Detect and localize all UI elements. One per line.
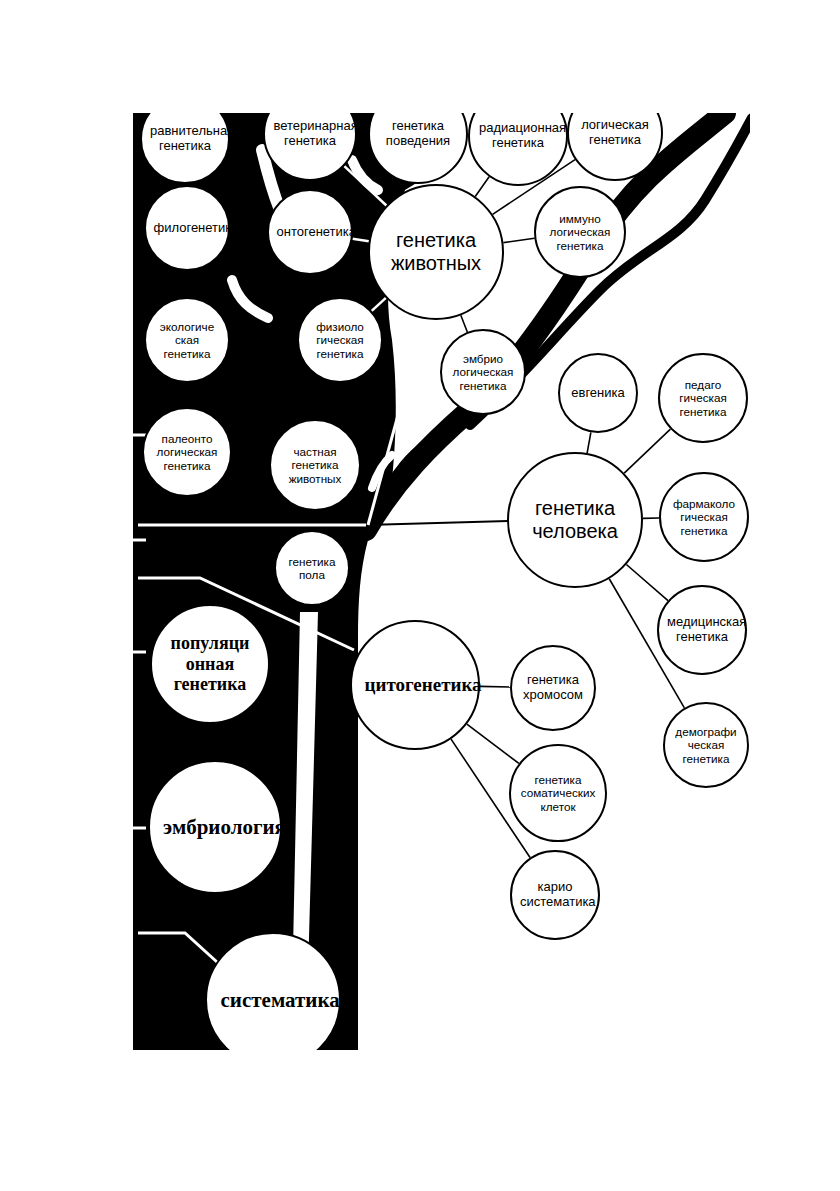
- branch-line: [643, 517, 659, 519]
- genetics-circle: эмбриология: [148, 760, 282, 894]
- genetics-circle: палеонто логическая генетика: [142, 407, 232, 497]
- genetics-circle: фармаколо гическая генетика: [659, 472, 749, 562]
- circle-label: эмбриология: [163, 815, 267, 839]
- genetics-circle: эмбрио логическая генетика: [440, 329, 526, 415]
- genetics-circle: радиационная генетика: [468, 86, 568, 186]
- branch-line: [503, 238, 534, 242]
- circle-label: демографи ческая генетика: [675, 725, 736, 765]
- genetics-circle: равнительная генетика: [140, 94, 230, 184]
- genetics-circle: логическая генетика: [567, 85, 663, 181]
- circle-label: генетика хромосом: [520, 673, 587, 703]
- genetics-circle: генетика животных: [368, 184, 504, 320]
- circle-label: генетика пола: [289, 555, 336, 582]
- circle-label: цитогенетика: [365, 674, 466, 696]
- circle-label: онтогенетика: [277, 225, 344, 240]
- branch-line: [461, 315, 468, 332]
- circle-label: экологиче ская генетика: [160, 320, 214, 360]
- circle-label: генетика человека: [523, 497, 628, 543]
- genetics-circle: онтогенетика: [267, 189, 353, 275]
- branch-line: [372, 298, 386, 311]
- circle-label: генетика соматических клеток: [521, 773, 596, 813]
- genetics-circle: цитогенетика: [350, 620, 480, 750]
- circle-label: педаго гическая генетика: [679, 378, 726, 418]
- trunk-tick: [133, 651, 146, 654]
- tree-gap: [232, 280, 268, 318]
- circle-label: частная генетика животных: [289, 445, 342, 485]
- genetics-circle: генетика хромосом: [510, 645, 596, 731]
- genetics-circle: систематика: [205, 932, 341, 1068]
- circle-label: медицинская генетика: [667, 615, 737, 645]
- genetics-circle: медицинская генетика: [657, 585, 747, 675]
- circle-label: генетика животных: [384, 229, 489, 275]
- trunk-tick: [133, 827, 146, 830]
- genetics-circle: карио систематика: [510, 850, 600, 940]
- circle-label: карио систематика: [520, 880, 590, 910]
- circle-label: фармаколо гическая генетика: [673, 497, 735, 537]
- branch-line: [624, 429, 670, 473]
- genetics-circle: евгеника: [558, 353, 638, 433]
- circle-label: логическая генетика: [578, 118, 652, 148]
- genetics-circle: демографи ческая генетика: [663, 702, 749, 788]
- circle-label: иммуно логическая генетика: [550, 212, 611, 252]
- circle-label: генетика поведения: [379, 119, 457, 149]
- circle-label: эмбрио логическая генетика: [453, 352, 514, 392]
- genetics-circle: ветеринарная генетика: [263, 87, 357, 181]
- branch-line: [467, 724, 519, 763]
- trunk-tick: [133, 539, 146, 542]
- genetics-circle: иммуно логическая генетика: [534, 186, 626, 278]
- genetics-circle: педаго гическая генетика: [658, 353, 748, 443]
- genetics-circle: физиоло гическая генетика: [297, 297, 383, 383]
- branch-line: [626, 565, 668, 601]
- branch-line: [587, 432, 591, 453]
- circle-label: палеонто логическая генетика: [157, 432, 218, 472]
- circle-label: популяци онная генетика: [171, 633, 250, 695]
- branch-line: [475, 177, 489, 197]
- circle-label: ветеринарная генетика: [274, 119, 347, 149]
- genetics-circle: частная генетика животных: [269, 419, 361, 511]
- branch-line: [480, 686, 510, 688]
- genetics-circle: генетика человека: [507, 452, 643, 588]
- branch-line: [344, 166, 386, 205]
- trunk-line: [138, 524, 366, 527]
- genetics-circle: генетика пола: [274, 530, 350, 606]
- genetics-circle: экологиче ская генетика: [144, 297, 230, 383]
- genetics-circle: филогенетика: [144, 185, 230, 271]
- circle-label: евгеника: [571, 386, 624, 401]
- genetics-circle: генетика поведения: [368, 84, 468, 184]
- circle-label: систематика: [221, 988, 326, 1012]
- circle-label: филогенетика: [154, 221, 221, 236]
- branch-line: [352, 239, 368, 242]
- circle-label: физиоло гическая генетика: [316, 320, 364, 360]
- circle-label: радиационная генетика: [479, 121, 557, 151]
- trunk-line: [366, 521, 508, 525]
- genetics-circle: популяци онная генетика: [150, 604, 270, 724]
- circle-label: равнительная генетика: [150, 124, 220, 154]
- genetics-circle: генетика соматических клеток: [509, 744, 607, 842]
